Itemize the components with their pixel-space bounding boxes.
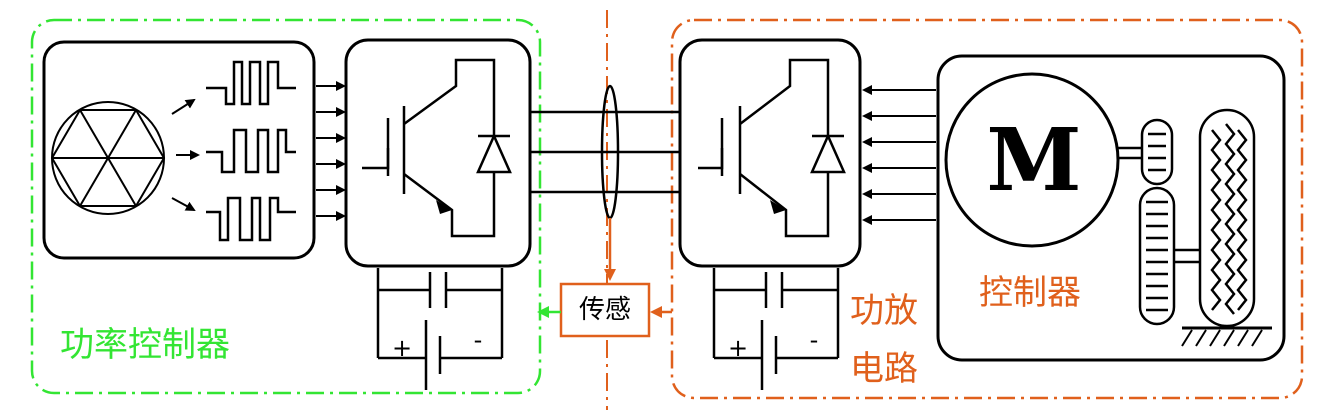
battery-minus-right: -: [810, 326, 819, 354]
igbt-block-left: [344, 38, 532, 268]
three-phase-bus: [530, 84, 680, 220]
dc-link-left: [376, 268, 504, 390]
capacitor-icon: [714, 272, 838, 308]
diode-icon: [476, 124, 512, 180]
wheel-icon: [1198, 108, 1256, 328]
battery-icon: [378, 320, 502, 390]
pwm-output-arrows: [316, 81, 346, 221]
power-amp-label-1: 功放: [850, 291, 918, 331]
pwm-waveform-icon: [206, 60, 296, 242]
ground-icon: [1181, 326, 1272, 347]
diode-icon: [810, 124, 846, 180]
power-controller-label: 功率控制器: [60, 325, 230, 365]
control-input-arrows: [862, 85, 936, 225]
battery-icon: [714, 320, 838, 390]
power-controller-region: [30, 18, 542, 395]
motor-controller-block: M: [936, 54, 1286, 362]
power-amp-label-2: 电路: [850, 349, 918, 389]
pwm-generator-block: [42, 40, 346, 260]
battery-plus-left: +: [392, 334, 412, 362]
hexagon-vector-icon: [50, 101, 166, 215]
battery-plus-right: +: [728, 334, 748, 362]
small-gear: [1140, 118, 1174, 186]
igbt-icon: [362, 58, 496, 238]
motor-symbol: M: [986, 110, 1081, 211]
dc-link-right: [712, 268, 840, 390]
capacitor-icon: [378, 272, 502, 308]
igbt-icon: [698, 58, 830, 238]
sensor-block: 传感: [559, 282, 651, 338]
large-gear: [1138, 186, 1176, 326]
motor-icon: M: [944, 72, 1120, 248]
sensor-label: 传感: [579, 295, 631, 325]
controller-label: 控制器: [979, 273, 1081, 313]
igbt-block-right: [678, 38, 862, 268]
battery-minus-left: -: [474, 326, 483, 354]
